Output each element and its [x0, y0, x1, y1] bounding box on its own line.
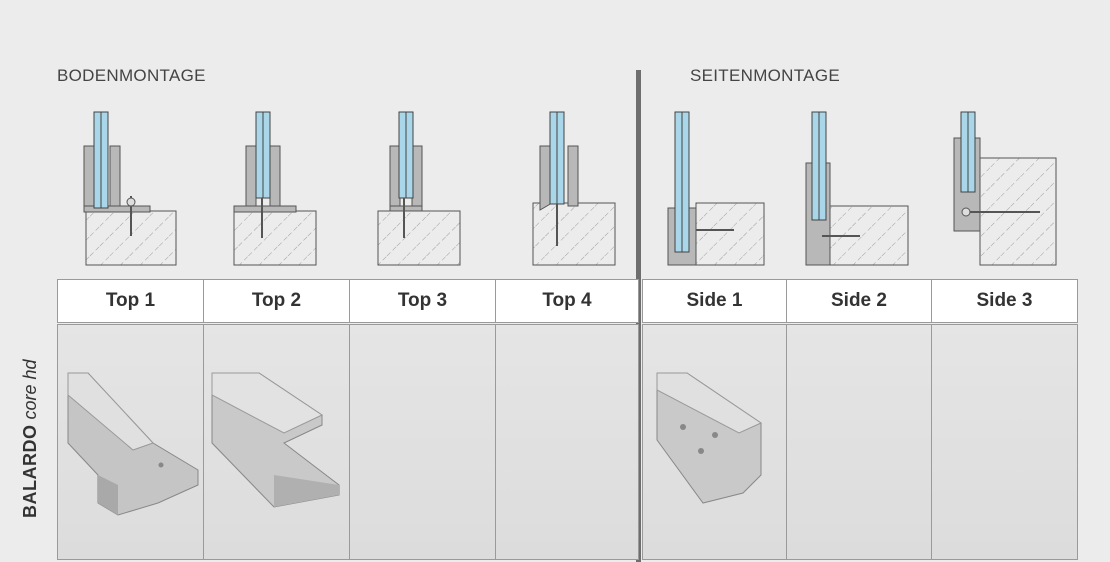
diagram-side-3 — [953, 111, 1057, 266]
diagram-top-4 — [532, 111, 616, 266]
diagram-top-1 — [83, 111, 177, 266]
column-header-side-3: Side 3 — [931, 279, 1078, 323]
product-cell-side-2 — [786, 324, 932, 560]
column-header-top-2: Top 2 — [203, 279, 350, 323]
diagram-top-3 — [377, 111, 461, 266]
brand-name: BALARDO — [20, 424, 40, 519]
diagram-side-2 — [805, 111, 909, 266]
product-cell-top-1 — [57, 324, 204, 560]
column-header-side-1: Side 1 — [642, 279, 787, 323]
product-cell-side-1 — [642, 324, 787, 560]
product-cell-top-4 — [495, 324, 639, 560]
column-header-top-4: Top 4 — [495, 279, 639, 323]
product-cell-top-3 — [349, 324, 496, 560]
column-header-top-1: Top 1 — [57, 279, 204, 323]
profile-image-side-1 — [656, 372, 763, 504]
diagram-top-2 — [233, 111, 317, 266]
diagram-side-1 — [667, 111, 765, 266]
product-cell-side-3 — [931, 324, 1078, 560]
section-label-side: SEITENMONTAGE — [690, 66, 840, 85]
column-header-top-3: Top 3 — [349, 279, 496, 323]
profile-image-top-1 — [67, 372, 199, 516]
profile-image-top-2 — [211, 372, 340, 508]
product-cell-top-2 — [203, 324, 350, 560]
section-label-floor: BODENMONTAGE — [57, 66, 206, 85]
model-name: core hd — [20, 359, 40, 420]
column-header-side-2: Side 2 — [786, 279, 932, 323]
mounting-diagrams — [83, 111, 1057, 266]
row-label: BALARDO core hd — [20, 359, 41, 518]
